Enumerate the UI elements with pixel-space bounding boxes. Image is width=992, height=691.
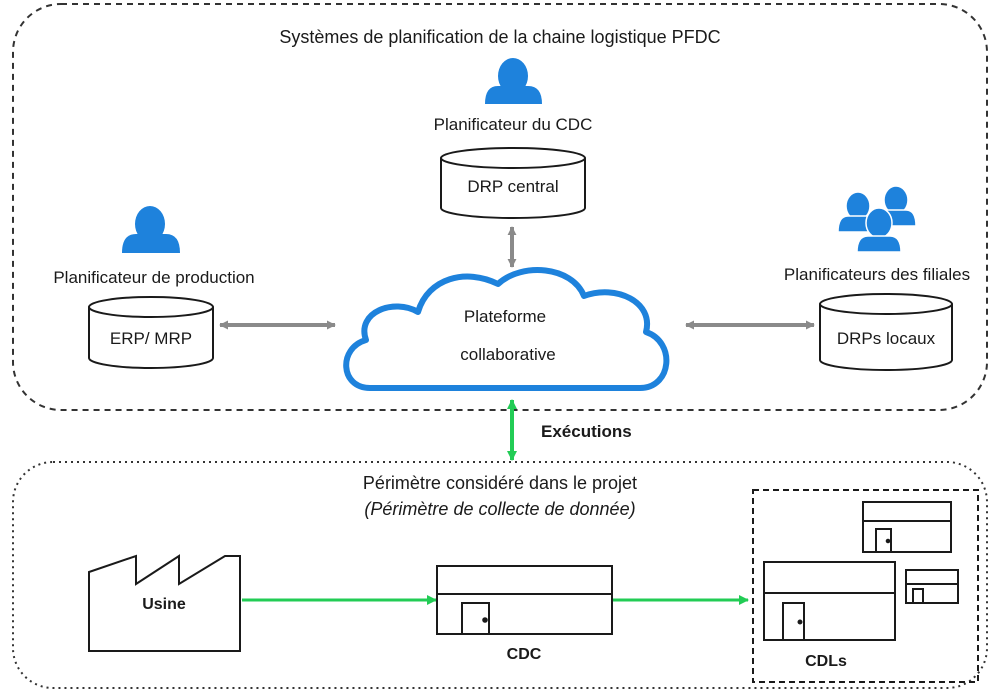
production-planner-label: Planificateur de production <box>53 268 254 287</box>
planning-systems-region <box>12 3 988 411</box>
cdc-warehouse-icon <box>436 565 613 635</box>
cdc-planner-person-icon <box>485 58 542 104</box>
project-scope-subtitle: (Périmètre de collecte de donnée) <box>364 499 635 519</box>
project-scope-title: Périmètre considéré dans le projet <box>363 473 637 493</box>
platform-label-line2: collaborative <box>460 345 555 364</box>
factory-icon <box>88 554 241 652</box>
platform-label-line1: Plateforme <box>464 307 546 326</box>
factory-label: Usine <box>142 596 186 613</box>
erp-mrp-label: ERP/ MRP <box>110 329 192 348</box>
production-planner-person-icon <box>122 206 180 253</box>
cdl-tiny-warehouse-icon <box>905 569 959 604</box>
executions-label: Exécutions <box>541 422 632 441</box>
subsidiary-planners-label: Planificateurs des filiales <box>784 265 970 284</box>
erp-mrp-database-icon <box>88 296 214 369</box>
central-drp-database-icon <box>440 147 586 219</box>
planning-systems-title: Systèmes de planification de la chaine l… <box>279 27 720 47</box>
cdl-large-warehouse-icon <box>763 561 896 641</box>
cdls-label: CDLs <box>805 653 847 670</box>
local-drps-label: DRPs locaux <box>837 329 936 348</box>
local-drps-database-icon <box>819 293 953 371</box>
central-drp-label: DRP central <box>467 177 558 196</box>
cdl-small-warehouse-icon <box>862 501 952 553</box>
cdc-label: CDC <box>507 646 542 663</box>
subsidiary-planners-group-icon <box>837 185 917 253</box>
collaborative-platform-cloud-icon <box>343 267 670 391</box>
cdc-planner-label: Planificateur du CDC <box>434 115 593 134</box>
cdls-group-box <box>752 489 979 683</box>
